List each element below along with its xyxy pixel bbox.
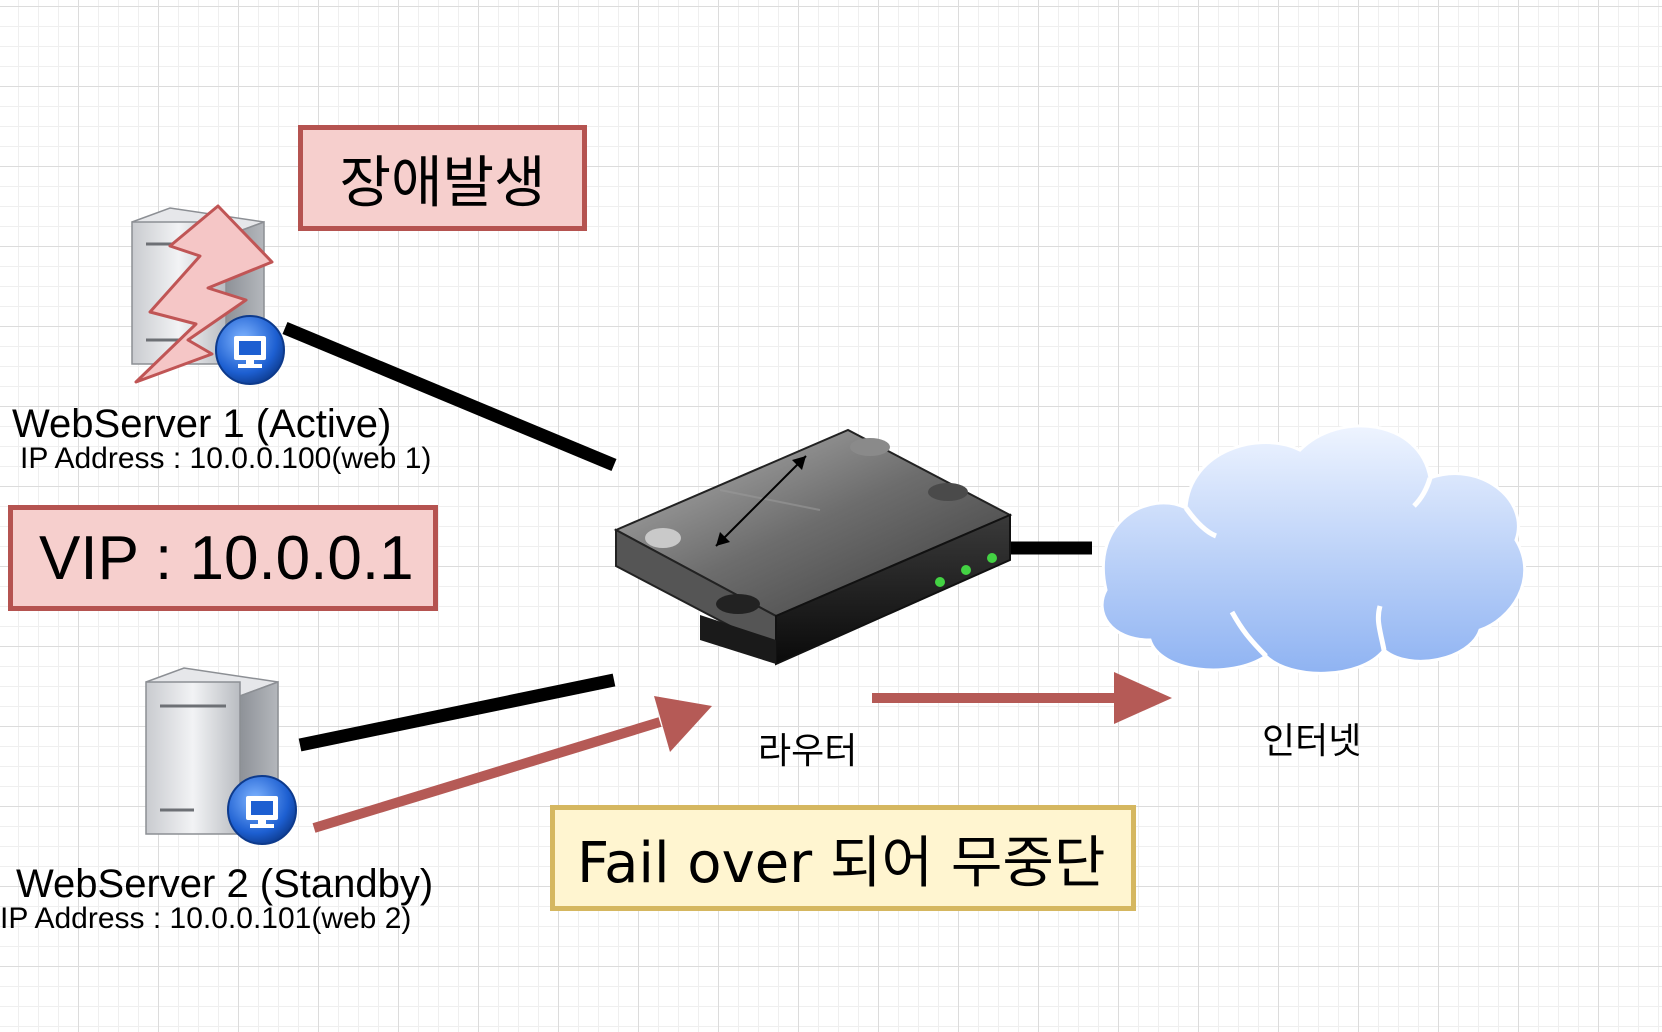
traffic-arrow-router-to-internet <box>872 672 1172 724</box>
internet-label: 인터넷 <box>1262 721 1362 762</box>
failover-callout: Fail over 되어 무중단 <box>550 805 1136 911</box>
fault-callout-text: 장애발생 <box>339 150 546 216</box>
vip-callout-text: VIP : 10.0.0.1 <box>39 523 414 593</box>
lightning-bolt-icon <box>134 204 274 384</box>
network-monitor-badge-icon <box>227 775 297 845</box>
vip-callout: VIP : 10.0.0.1 <box>8 505 438 611</box>
webserver2-ip: IP Address : 10.0.0.101(web 2) <box>0 902 412 935</box>
webserver1-name: WebServer 1 (Active) <box>12 402 392 446</box>
connection-line-webserver1 <box>282 321 617 472</box>
webserver1-ip: IP Address : 10.0.0.100(web 1) <box>20 442 432 475</box>
router-label: 라우터 <box>758 731 858 772</box>
failover-callout-text: Fail over 되어 무중단 <box>577 830 1106 896</box>
traffic-arrow-standby-to-router <box>312 696 712 833</box>
router-icon <box>613 428 1013 666</box>
fault-callout: 장애발생 <box>298 125 587 231</box>
network-monitor-badge-icon <box>215 315 285 385</box>
webserver2-name: WebServer 2 (Standby) <box>16 862 434 906</box>
cloud-icon <box>1100 424 1527 675</box>
connection-line-webserver2 <box>298 673 616 752</box>
